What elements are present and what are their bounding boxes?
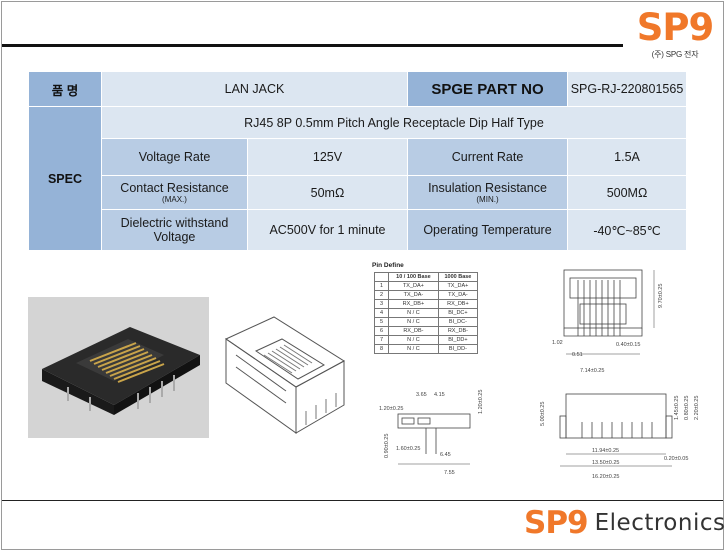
front-view-drawing: 9.70±0.25 1.02 0.51 0.40±0.15 7.14±0.25 [552,269,664,374]
pin-cell: N / C [388,317,439,327]
spec-row-label: Contact Resistance(MAX.) [101,175,248,210]
product-3d-render [216,295,361,441]
pin-cell: TX_DA- [437,290,479,300]
pin-cell: N / C [388,344,439,354]
part-no: SPG-RJ-220801565 [567,71,687,107]
dim-label: 4.15 [434,392,445,398]
dim-label: 16.20±0.25 [592,474,620,480]
spec-row-label: Voltage Rate [101,138,248,176]
pin-cell: 5 [374,317,389,327]
spec-row-label: Current Rate [407,138,568,176]
dim-label: 1.20±0.25 [379,406,403,412]
pin-cell: N / C [388,308,439,318]
dim-label: 6.45 [440,452,451,458]
pin-cell: RX_DB- [388,326,439,336]
spec-label: SPEC [28,106,102,251]
spec-row-value: 50mΩ [247,175,408,210]
spec-description: RJ45 8P 0.5mm Pitch Angle Receptacle Dip… [101,106,687,139]
pin-cell: 4 [374,308,389,318]
footer-logo: SP9 Electronics [524,505,725,541]
pin-cell: TX_DA+ [437,281,479,291]
spec-row-sublabel: (MAX.) [162,195,187,204]
bottom-view-drawing: 5.00±0.25 1.45±0.25 0.80±0.25 2.20±0.25 … [540,393,700,480]
pin-cell: 2 [374,290,389,300]
footer-rule [2,500,723,501]
pin-cell: TX_DA- [388,290,439,300]
dim-label: 0.80±0.25 [684,396,690,420]
dim-label: 7.14±0.25 [580,368,604,374]
spec-row-label: Operating Temperature [407,209,568,251]
dim-label: 1.02 [552,340,563,346]
footer-logo-mark: SP9 [524,505,589,541]
logo-subtitle: (주) SPG 전자 [651,50,699,59]
dim-label: 7.55 [444,470,455,476]
spec-row-value: 125V [247,138,408,176]
dim-label: 0.40±0.15 [616,342,640,348]
pin-cell: N / C [388,335,439,345]
spec-row-value: AC500V for 1 minute [247,209,408,251]
company-logo: SP9 (주) SPG 전자 [632,8,718,70]
pin-header [374,272,389,282]
dim-label: 3.65 [416,392,427,398]
product-name: LAN JACK [101,71,408,107]
pin-header: 1000 Base [437,272,479,282]
pin-cell: 7 [374,335,389,345]
pin-header: 10 / 100 Base [388,272,439,282]
dim-label: 2.20±0.25 [694,396,700,420]
pin-cell: 6 [374,326,389,336]
pin-cell: BI_DC+ [437,308,479,318]
dim-label: 13.50±0.25 [592,460,620,466]
pin-cell: BI_DC- [437,317,479,327]
dim-label: 1.45±0.25 [674,396,680,420]
dim-label: 5.00±0.25 [540,402,546,426]
part-no-label: SPGE PART NO [407,71,568,107]
dim-label: 9.70±0.25 [658,284,664,308]
spec-row-sublabel: (MIN.) [476,195,499,204]
dim-label: 11.94±0.25 [592,448,619,454]
pin-cell: TX_DA+ [388,281,439,291]
pin-cell: BI_DD- [437,344,479,354]
header-rule [2,44,623,47]
dim-label: 0.20±0.05 [664,456,688,462]
pin-cell: RX_DB+ [388,299,439,309]
footer-logo-word: Electronics [594,510,725,536]
spec-table: 품 명 LAN JACK SPGE PART NO SPG-RJ-2208015… [28,71,687,251]
dim-label: 0.51 [572,352,583,358]
side-view-drawing: 3.65 4.15 1.20±0.25 1.20±0.25 0.90±0.25 … [379,390,484,476]
pin-cell: RX_DB+ [437,299,479,309]
pin-cell: RX_DB- [437,326,479,336]
product-photo [28,297,209,438]
dim-label: 1.20±0.25 [478,390,484,414]
pin-cell: 8 [374,344,389,354]
pin-cell: BI_DD+ [437,335,479,345]
spec-row-label: Insulation Resistance(MIN.) [407,175,568,210]
spec-row-value: 1.5A [567,138,687,176]
spec-row-value: -40℃~85℃ [567,209,687,251]
pin-cell: 1 [374,281,389,291]
dim-label: 0.90±0.25 [384,434,390,458]
pin-cell: 3 [374,299,389,309]
product-name-label: 품 명 [28,71,102,107]
spec-row-label: Dielectric withstand Voltage [101,209,248,251]
spec-row-value: 500MΩ [567,175,687,210]
pin-define-title: Pin Define [372,262,404,269]
dim-label: 1.60±0.25 [396,446,420,452]
logo-mark: SP9 [636,6,715,49]
